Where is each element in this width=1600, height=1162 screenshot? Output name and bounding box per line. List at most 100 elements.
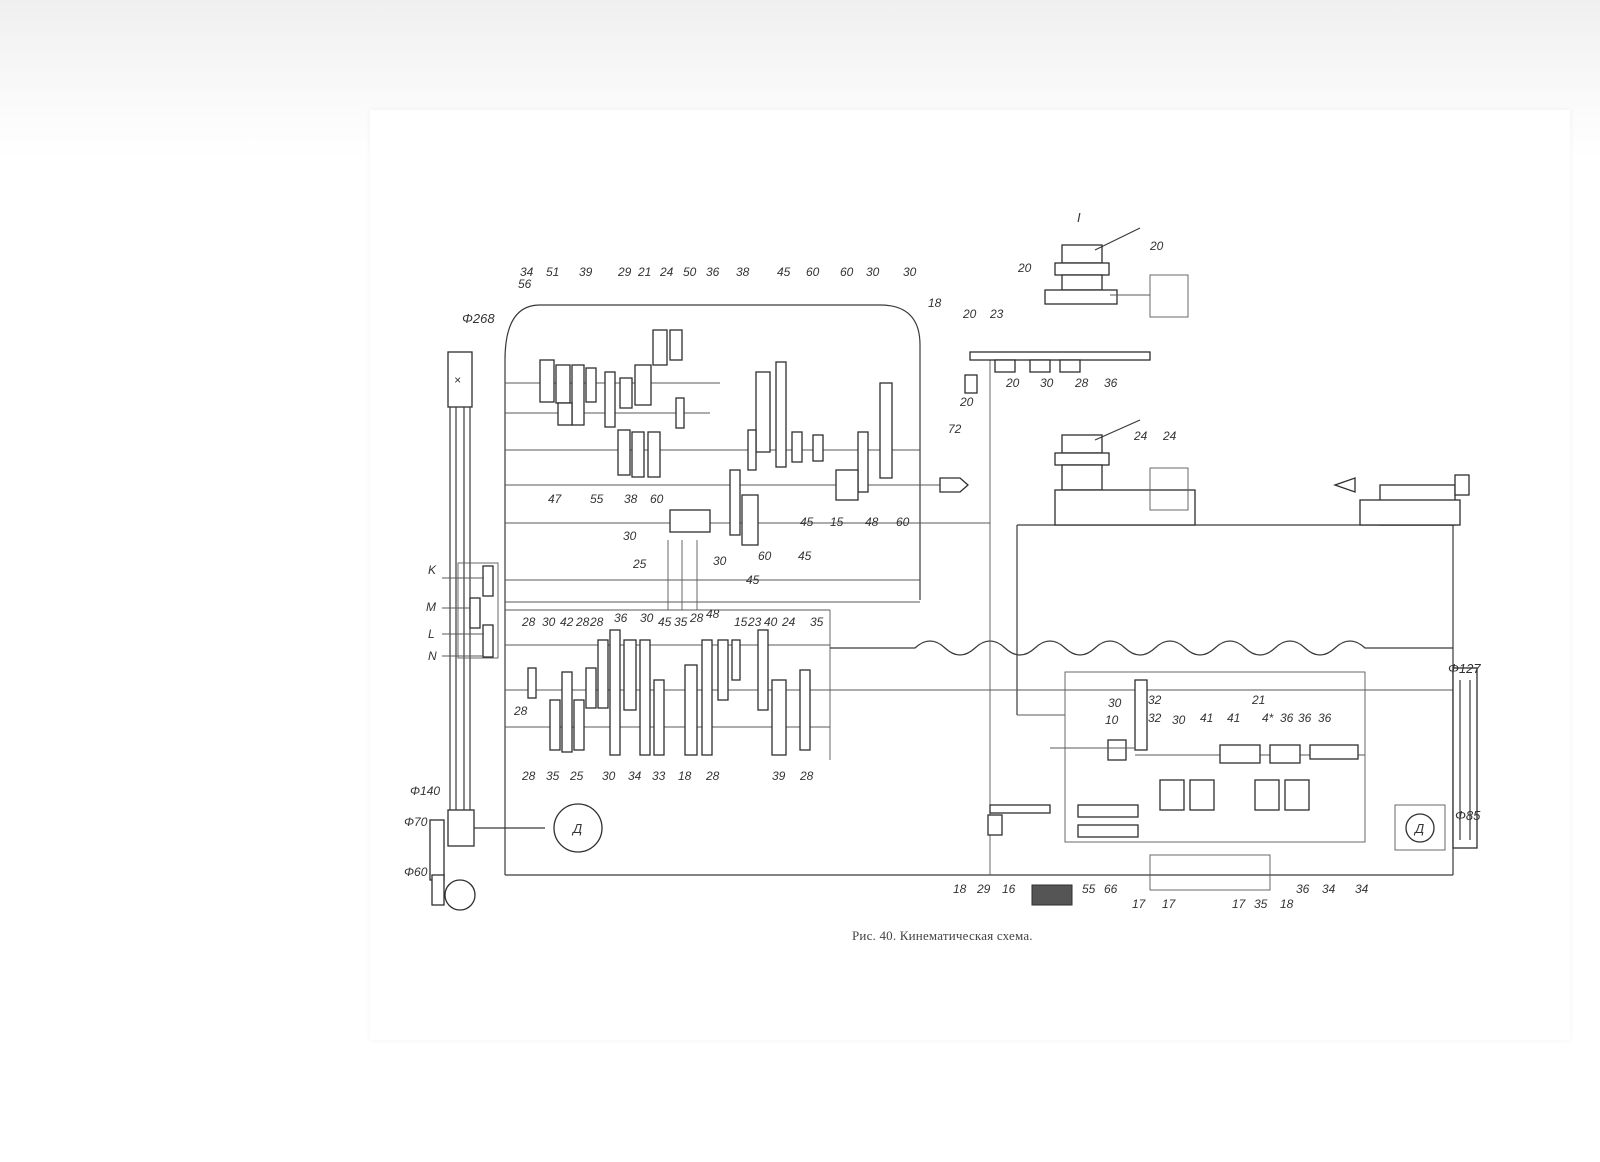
num-label: 34 <box>1322 882 1336 896</box>
label-lever-L: L <box>428 627 435 641</box>
pulley-140 <box>447 809 475 847</box>
lead-screw <box>830 640 1453 656</box>
cs-handwheel <box>964 374 978 394</box>
gb-gear-36 <box>623 639 637 711</box>
hs-gear-60d <box>741 494 759 546</box>
num-label: 41 <box>1227 711 1240 725</box>
tailstock-center <box>1333 477 1356 493</box>
spindle-nose <box>939 477 969 493</box>
num-label: 18 <box>678 769 692 783</box>
cs2-right-box <box>1149 467 1189 511</box>
num-label: 48 <box>706 607 720 621</box>
label-pulley-85: Φ85 <box>1455 808 1481 823</box>
num-label: 15 <box>830 515 844 529</box>
num-label: 55 <box>1082 882 1096 896</box>
headstock-bottom-labels: 47 55 38 60 45 15 48 60 72 <box>548 422 962 529</box>
gb-gear-42 <box>585 667 597 709</box>
hs-gear-36 <box>669 329 683 361</box>
num-label: 60 <box>650 492 664 506</box>
paper-sheet <box>370 110 1570 1040</box>
num-label: 41 <box>1200 711 1213 725</box>
num-label: 28 <box>799 769 814 783</box>
num-label: 21 <box>1251 693 1265 707</box>
num-label: 36 <box>1318 711 1332 725</box>
num-label: 28 <box>513 704 528 718</box>
num-label: 18 <box>953 882 967 896</box>
toolpost2-body <box>1061 464 1103 491</box>
num-label: 36 <box>1298 711 1312 725</box>
gb-gear-35b <box>799 669 811 751</box>
apron-labels: 30 32 32 10 30 41 41 21 4* 36 36 36 <box>1105 693 1332 727</box>
num-label: 20 <box>959 395 974 409</box>
hs-gear-56 <box>539 359 555 403</box>
num-label: 51 <box>546 265 559 279</box>
label-pulley-60: Φ60 <box>404 865 428 879</box>
num-label: 48 <box>865 515 879 529</box>
hs-gear-38a <box>675 397 685 429</box>
gearbox-top-labels: 28 30 42 28 28 36 30 45 35 28 48 15 23 4… <box>521 607 824 629</box>
carriage-top-labels: 20 23 20 30 28 36 20 20 20 <box>959 239 1164 409</box>
num-label: 23 <box>747 615 762 629</box>
apron-box <box>1064 671 1366 843</box>
handwheel <box>1031 884 1073 906</box>
num-label: 60 <box>806 265 820 279</box>
hs-gear-55 <box>631 431 645 478</box>
hs-gear-30a <box>812 434 824 462</box>
apron <box>987 671 1366 906</box>
hs-gear-15 <box>747 429 757 471</box>
hs-gear-24 <box>634 364 652 406</box>
num-label: 56 <box>518 277 532 291</box>
label-pulley-268: Φ268 <box>462 311 495 326</box>
hs-gear-30b <box>857 431 869 493</box>
num-label: 38 <box>736 265 750 279</box>
hs-gear-39 <box>585 367 597 403</box>
hs-gear-60b <box>791 431 803 463</box>
hs-gear-48 <box>835 469 859 501</box>
apron-gear-41a <box>1159 779 1185 811</box>
label-motor-rapid: Д <box>1413 821 1424 836</box>
apron-gear-18 <box>987 814 1003 836</box>
num-label: 40 <box>764 615 778 629</box>
hs-gear-47 <box>617 429 631 476</box>
apron-gear-30 <box>1134 679 1148 751</box>
hs-gear-60a <box>775 361 787 468</box>
hs-gear-45 <box>755 371 771 453</box>
apron-spring <box>1309 744 1359 760</box>
apron-bottom-labels: 18 29 16 55 66 17 17 17 35 18 36 34 34 <box>953 882 1369 911</box>
hs-gear-30c <box>669 509 711 533</box>
num-label: 36 <box>614 611 628 625</box>
num-label: 35 <box>546 769 560 783</box>
headstock-mid-labels: 30 25 30 60 45 45 <box>623 529 812 587</box>
toolpost-handle <box>1094 227 1141 251</box>
gb-gear-28d <box>701 639 713 756</box>
num-label: 28 <box>575 615 590 629</box>
num-label: 55 <box>590 492 604 506</box>
num-label: 60 <box>896 515 910 529</box>
hs-gear-21 <box>619 377 633 409</box>
belts: × <box>429 351 1478 911</box>
num-label: 45 <box>658 615 672 629</box>
apron-gear-36a <box>1254 779 1280 811</box>
cs-gear-30 <box>1029 359 1051 373</box>
num-label: 10 <box>1105 713 1119 727</box>
num-label: 20 <box>962 307 977 321</box>
pump-motor <box>444 879 476 911</box>
num-label: 32 <box>1148 711 1162 725</box>
num-label: 28 <box>689 611 704 625</box>
num-label: 24 <box>1162 429 1177 443</box>
gb-gear-33 <box>653 679 665 756</box>
apron-clutch <box>1219 744 1261 764</box>
num-label: 15 <box>734 615 748 629</box>
gb-gear-25 <box>573 699 585 751</box>
hs-gear-38 <box>647 431 661 478</box>
num-label: 28 <box>1074 376 1089 390</box>
tailstock-base <box>1359 499 1461 526</box>
num-label: 30 <box>1108 696 1122 710</box>
label-pulley-140: Φ140 <box>410 784 440 798</box>
handwheel-shaft <box>989 804 1051 814</box>
gb-gear-35 <box>561 671 573 753</box>
carriage-top <box>964 227 1470 526</box>
gb-gear-28-left <box>527 667 537 699</box>
lever-box <box>457 562 499 659</box>
